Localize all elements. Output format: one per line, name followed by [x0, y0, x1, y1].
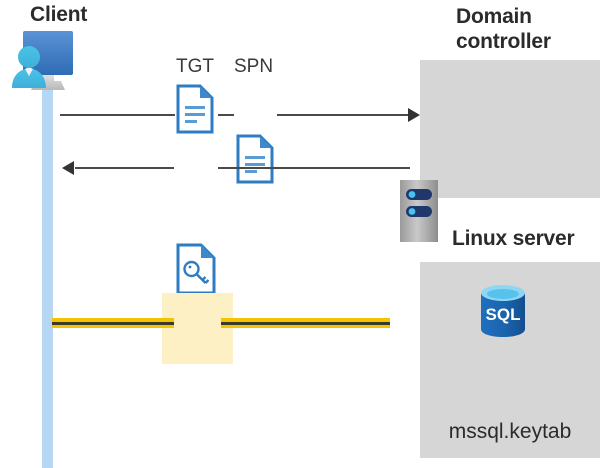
- message-arrowhead-request: [408, 108, 420, 122]
- client-computer-user-icon: [8, 26, 88, 98]
- key-document-icon-response: [176, 243, 216, 295]
- message-label-spn: SPN: [234, 56, 274, 77]
- svg-text:SQL: SQL: [486, 305, 521, 324]
- domain-controller-title-line2: controller: [456, 30, 551, 53]
- message-arrowhead-response: [62, 161, 74, 175]
- domain-controller-panel: [420, 60, 600, 198]
- message-line-request-left: [60, 114, 175, 116]
- message-line-response-left: [75, 167, 174, 169]
- client-title: Client: [30, 3, 88, 26]
- service-ticket-line-right: [221, 318, 390, 328]
- domain-controller-title-line1: Domain: [456, 5, 532, 28]
- keytab-file-label: mssql.keytab: [448, 420, 572, 443]
- message-line-response-right: [218, 167, 410, 169]
- service-ticket-line-left: [52, 318, 174, 328]
- sql-database-icon: SQL: [478, 283, 528, 339]
- message-line-request-right: [277, 114, 410, 116]
- service-ticket-highlight: [162, 293, 233, 364]
- message-label-tgt: TGT: [176, 56, 214, 77]
- client-lifeline: [42, 72, 53, 468]
- message-line-request-mid: [218, 114, 234, 116]
- text-document-icon-tgt: [176, 84, 214, 134]
- server-rack-icon-dc: [400, 180, 438, 242]
- linux-server-title: Linux server: [452, 227, 575, 250]
- text-document-icon-spn: [236, 134, 274, 184]
